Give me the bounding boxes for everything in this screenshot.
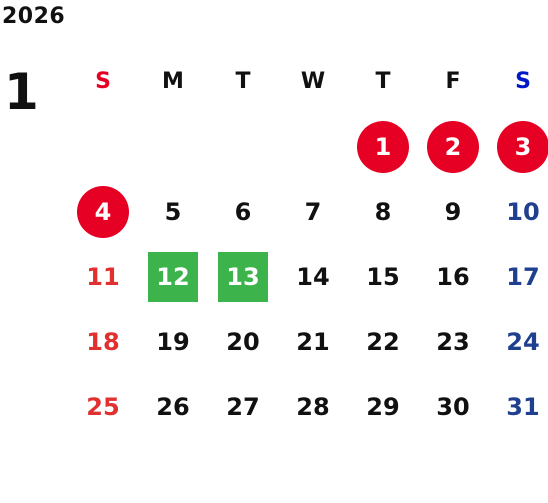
day-cell[interactable]: 9 bbox=[418, 179, 488, 244]
day-number: 5 bbox=[164, 197, 182, 226]
day-number: 1 bbox=[357, 120, 409, 173]
day-cell[interactable]: 10 bbox=[488, 179, 548, 244]
day-cell[interactable]: 7 bbox=[278, 179, 348, 244]
day-cell[interactable]: 12 bbox=[138, 244, 208, 309]
day-number: 3 bbox=[497, 120, 548, 173]
day-cell[interactable]: 14 bbox=[278, 244, 348, 309]
day-number: 17 bbox=[506, 262, 540, 291]
day-number: 25 bbox=[86, 392, 120, 421]
day-cell[interactable]: 25 bbox=[68, 374, 138, 439]
day-number: 26 bbox=[156, 392, 190, 421]
day-cell[interactable]: 18 bbox=[68, 309, 138, 374]
day-number: 9 bbox=[444, 197, 462, 226]
day-cell[interactable]: 26 bbox=[138, 374, 208, 439]
day-number: 10 bbox=[506, 197, 540, 226]
day-number: 8 bbox=[374, 197, 392, 226]
weekday-header-thu: T bbox=[375, 68, 391, 94]
day-number: 28 bbox=[296, 392, 330, 421]
day-cell[interactable]: 6 bbox=[208, 179, 278, 244]
day-cell[interactable]: 29 bbox=[348, 374, 418, 439]
day-number: 19 bbox=[156, 327, 190, 356]
day-number: 18 bbox=[86, 327, 120, 356]
day-cell[interactable]: 17 bbox=[488, 244, 548, 309]
month-number: 1 bbox=[4, 63, 39, 121]
day-number: 14 bbox=[296, 262, 330, 291]
day-number: 27 bbox=[226, 392, 260, 421]
day-number: 23 bbox=[436, 327, 470, 356]
day-cell[interactable]: 19 bbox=[138, 309, 208, 374]
day-cell[interactable]: 2 bbox=[418, 114, 488, 179]
day-number: 11 bbox=[86, 262, 120, 291]
day-cell[interactable]: 8 bbox=[348, 179, 418, 244]
day-cell[interactable]: 31 bbox=[488, 374, 548, 439]
day-cell[interactable]: 20 bbox=[208, 309, 278, 374]
day-cell[interactable]: 27 bbox=[208, 374, 278, 439]
day-cell[interactable]: 15 bbox=[348, 244, 418, 309]
day-number: 29 bbox=[366, 392, 400, 421]
day-cell[interactable]: 28 bbox=[278, 374, 348, 439]
weekday-header-sun: S bbox=[95, 68, 111, 94]
day-number: 24 bbox=[506, 327, 540, 356]
day-number: 22 bbox=[366, 327, 400, 356]
day-cell[interactable]: 16 bbox=[418, 244, 488, 309]
weekday-header-fri: F bbox=[445, 68, 461, 94]
empty-day-cell bbox=[278, 114, 348, 179]
day-cell[interactable]: 11 bbox=[68, 244, 138, 309]
day-cell[interactable]: 21 bbox=[278, 309, 348, 374]
day-cell[interactable]: 23 bbox=[418, 309, 488, 374]
year-label: 2026 bbox=[2, 4, 66, 29]
day-number: 12 bbox=[148, 251, 198, 302]
day-number: 13 bbox=[218, 251, 268, 302]
day-cell[interactable]: 22 bbox=[348, 309, 418, 374]
day-number: 7 bbox=[304, 197, 322, 226]
day-number: 6 bbox=[234, 197, 252, 226]
weekday-header-wed: W bbox=[300, 68, 326, 94]
day-cell[interactable]: 3 bbox=[488, 114, 548, 179]
day-number: 2 bbox=[427, 120, 479, 173]
day-number: 30 bbox=[436, 392, 470, 421]
day-cell[interactable]: 24 bbox=[488, 309, 548, 374]
day-cell[interactable]: 1 bbox=[348, 114, 418, 179]
weekday-header-tue: T bbox=[235, 68, 251, 94]
empty-day-cell bbox=[68, 114, 138, 179]
day-number: 20 bbox=[226, 327, 260, 356]
weekday-header-mon: M bbox=[162, 68, 184, 94]
day-cell[interactable]: 13 bbox=[208, 244, 278, 309]
day-cell[interactable]: 4 bbox=[68, 179, 138, 244]
day-number: 31 bbox=[506, 392, 540, 421]
weekday-header-sat: S bbox=[515, 68, 531, 94]
day-number: 21 bbox=[296, 327, 330, 356]
day-cell[interactable]: 5 bbox=[138, 179, 208, 244]
empty-day-cell bbox=[208, 114, 278, 179]
empty-day-cell bbox=[138, 114, 208, 179]
day-cell[interactable]: 30 bbox=[418, 374, 488, 439]
day-number: 16 bbox=[436, 262, 470, 291]
day-number: 4 bbox=[77, 185, 129, 238]
day-number: 15 bbox=[366, 262, 400, 291]
